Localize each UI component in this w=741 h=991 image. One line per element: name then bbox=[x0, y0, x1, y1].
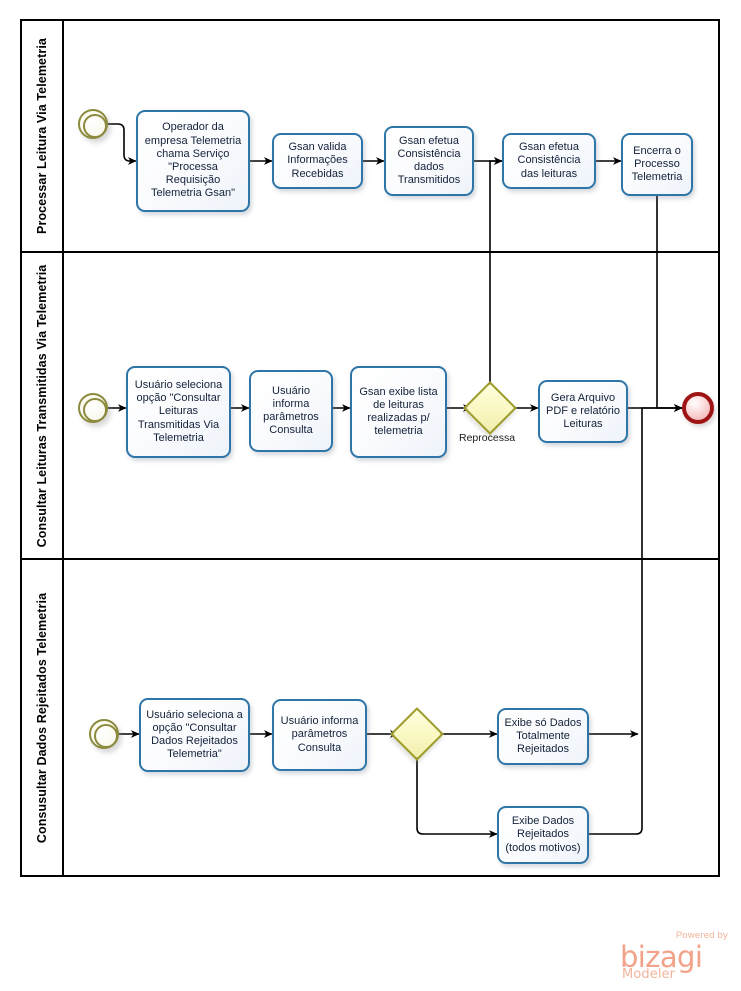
task-usuario-informa-parametros-2[interactable]: Usuário informa parâmetros Consulta bbox=[272, 699, 367, 771]
task-gsan-consistencia-dados[interactable]: Gsan efetua Consistência dados Transmiti… bbox=[384, 126, 474, 196]
task-label: Encerra o Processo Telemetria bbox=[631, 144, 683, 184]
logo-product-text: Modeler bbox=[622, 967, 676, 982]
task-exibe-dados-rejeitados-todos[interactable]: Exibe Dados Rejeitados (todos motivos) bbox=[497, 806, 589, 864]
start-event-lane3[interactable] bbox=[89, 719, 119, 749]
lane-header-2: Consultar Leituras Transmitidas Via Tele… bbox=[22, 253, 64, 558]
task-label: Exibe Dados Rejeitados (todos motivos) bbox=[505, 815, 581, 854]
task-gsan-exibe-lista-leituras[interactable]: Gsan exibe lista de leituras realizadas … bbox=[350, 366, 447, 458]
gateway-reprocessa-label: Reprocessa bbox=[459, 432, 516, 444]
task-exibe-dados-totalmente-rejeitados[interactable]: Exibe só Dados Totalmente Rejeitados bbox=[497, 708, 589, 765]
task-label: Gera Arquivo PDF e relatório Leituras bbox=[546, 391, 620, 431]
bizagi-modeler-logo: Powered by bizagi Modeler bbox=[618, 930, 730, 982]
lane-title-1: Processar Leitura Via Telemetria bbox=[35, 38, 49, 234]
task-label: Gsan valida Informações Recebidas bbox=[287, 141, 348, 180]
task-label: Gsan exibe lista de leituras realizadas … bbox=[359, 385, 438, 438]
task-usuario-seleciona-consultar-rejeitados[interactable]: Usuário seleciona a opção "Consultar Dad… bbox=[139, 698, 250, 772]
lane-consultar-leituras: Consultar Leituras Transmitidas Via Tele… bbox=[22, 253, 718, 560]
task-label: Usuário seleciona opção "Consultar Leitu… bbox=[134, 378, 223, 444]
end-event-lane2[interactable] bbox=[682, 392, 714, 424]
task-usuario-seleciona-consultar-leituras[interactable]: Usuário seleciona opção "Consultar Leitu… bbox=[126, 366, 231, 458]
task-operador-chama-servico[interactable]: Operador da empresa Telemetria chama Ser… bbox=[136, 110, 250, 212]
logo-brand-text: bizagi bbox=[620, 940, 703, 974]
task-gsan-consistencia-leituras[interactable]: Gsan efetua Consistência das leituras bbox=[502, 133, 596, 189]
lane-title-2: Consultar Leituras Transmitidas Via Tele… bbox=[35, 264, 49, 547]
task-gsan-valida-informacoes[interactable]: Gsan valida Informações Recebidas bbox=[272, 133, 363, 189]
task-encerra-processo[interactable]: Encerra o Processo Telemetria bbox=[621, 133, 693, 196]
start-event-lane1[interactable] bbox=[78, 109, 108, 139]
lane-title-3: Consusultar Dados Rejeitados Telemetria bbox=[35, 592, 49, 843]
task-label: Usuário informa parâmetros Consulta bbox=[263, 384, 319, 437]
task-label: Exibe só Dados Totalmente Rejeitados bbox=[504, 716, 582, 756]
lane-header-3: Consusultar Dados Rejeitados Telemetria bbox=[22, 560, 64, 875]
lane-processar-leitura: Processar Leitura Via Telemetria bbox=[22, 21, 718, 253]
lane-consultar-rejeitados: Consusultar Dados Rejeitados Telemetria bbox=[22, 560, 718, 875]
task-label: Gsan efetua Consistência dados Transmiti… bbox=[397, 134, 461, 187]
task-label: Gsan efetua Consistência das leituras bbox=[517, 141, 581, 180]
task-label: Usuário informa parâmetros Consulta bbox=[280, 715, 359, 754]
task-gera-arquivo-pdf[interactable]: Gera Arquivo PDF e relatório Leituras bbox=[538, 380, 628, 443]
lane-header-1: Processar Leitura Via Telemetria bbox=[22, 21, 64, 251]
task-label: Usuário seleciona a opção "Consultar Dad… bbox=[146, 708, 243, 761]
start-event-lane2[interactable] bbox=[78, 393, 108, 423]
logo-powered-by-text: Powered by bbox=[675, 930, 728, 941]
task-usuario-informa-parametros-1[interactable]: Usuário informa parâmetros Consulta bbox=[249, 370, 333, 452]
task-label: Operador da empresa Telemetria chama Ser… bbox=[144, 121, 242, 200]
